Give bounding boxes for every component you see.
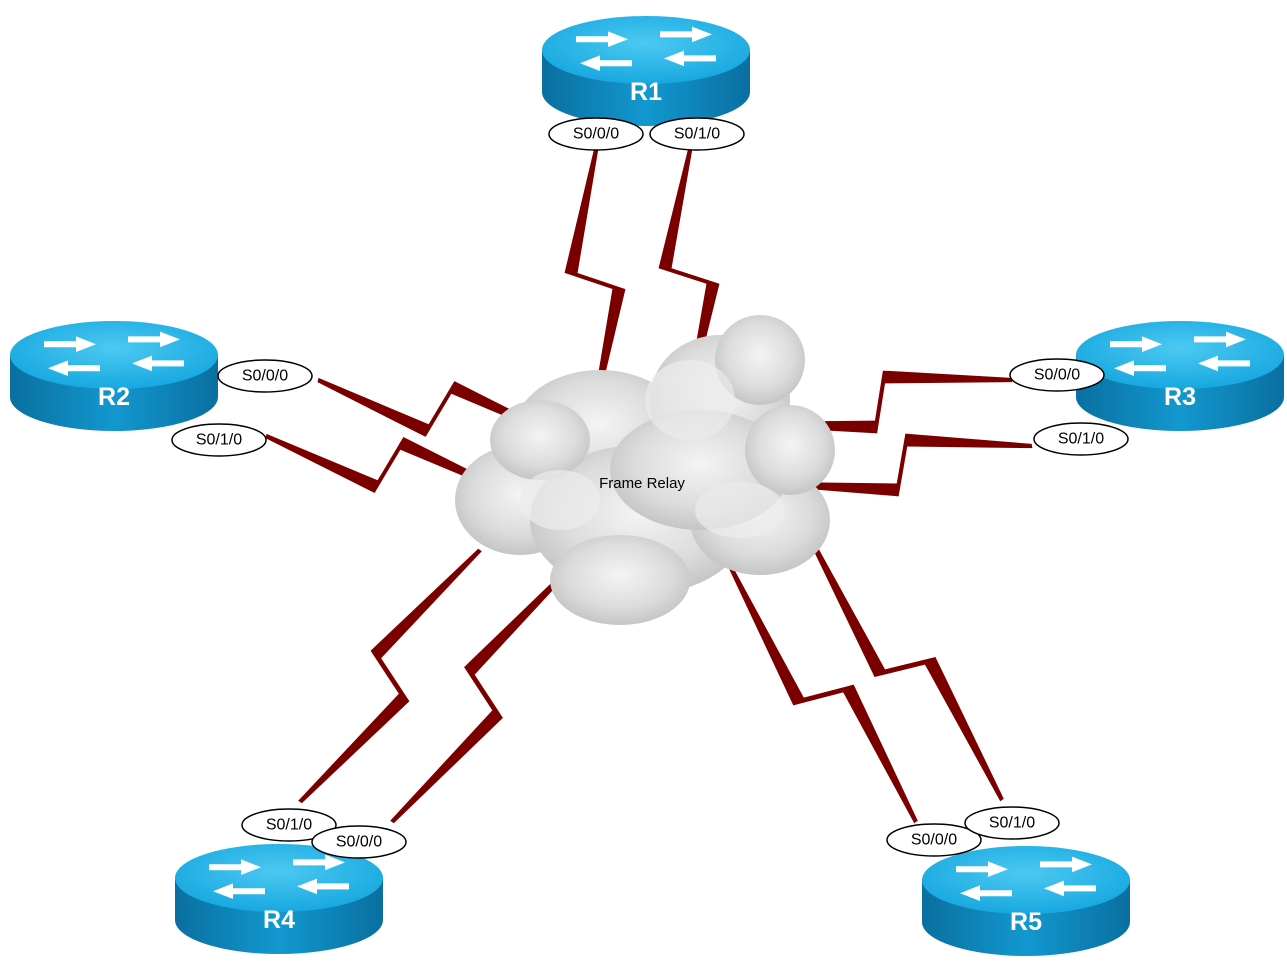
svg-text:S0/0/0: S0/0/0 xyxy=(1034,367,1080,384)
svg-text:S0/1/0: S0/1/0 xyxy=(196,432,242,449)
router-label-r5: R5 xyxy=(1010,908,1042,936)
svg-text:S0/0/0: S0/0/0 xyxy=(242,368,288,385)
svg-text:S0/1/0: S0/1/0 xyxy=(989,815,1035,832)
interface-label-r4-s0-0-0: S0/0/0 xyxy=(311,825,407,859)
svg-text:S0/1/0: S0/1/0 xyxy=(674,126,720,143)
router-arrows-icon xyxy=(956,856,1096,901)
svg-text:S0/0/0: S0/0/0 xyxy=(911,832,957,849)
interface-label-r1-s0-0-0: S0/0/0 xyxy=(548,117,644,151)
serial-link-r3-s0-1-0 xyxy=(771,433,1033,497)
cloud-label: Frame Relay xyxy=(599,475,685,492)
serial-link-r3-s0-0-0 xyxy=(747,370,1013,434)
router-r4[interactable]: R4 xyxy=(175,844,383,954)
frame-relay-cloud: Frame Relay xyxy=(455,315,835,625)
router-label-r1: R1 xyxy=(630,78,662,106)
router-r5[interactable]: R5 xyxy=(922,846,1130,956)
router-label-r2: R2 xyxy=(98,383,130,411)
router-arrows-icon xyxy=(44,331,184,376)
interface-label-r5-s0-0-0: S0/0/0 xyxy=(886,823,982,857)
svg-text:S0/0/0: S0/0/0 xyxy=(336,834,382,851)
interface-label-r2-s0-0-0: S0/0/0 xyxy=(217,359,313,393)
interface-label-r4-s0-1-0: S0/1/0 xyxy=(241,808,337,842)
svg-text:S0/0/0: S0/0/0 xyxy=(573,126,619,143)
svg-text:S0/1/0: S0/1/0 xyxy=(1058,431,1104,448)
router-arrows-icon xyxy=(1110,331,1250,376)
router-r1[interactable]: R1 xyxy=(542,16,750,126)
serial-link-r5-s0-0-0 xyxy=(729,566,918,824)
serial-link-r4-s0-1-0 xyxy=(298,548,482,804)
serial-link-r1-s0-0-0 xyxy=(564,149,626,413)
svg-text:S0/1/0: S0/1/0 xyxy=(266,817,312,834)
router-label-r4: R4 xyxy=(263,906,295,934)
interface-label-r1-s0-1-0: S0/1/0 xyxy=(649,117,745,151)
router-arrows-icon xyxy=(576,26,716,71)
interface-label-r5-s0-1-0: S0/1/0 xyxy=(964,806,1060,840)
router-r2[interactable]: R2 xyxy=(10,321,218,431)
interface-label-r2-s0-1-0: S0/1/0 xyxy=(171,423,267,457)
serial-link-r4-s0-0-0 xyxy=(390,561,577,824)
serial-link-r5-s0-1-0 xyxy=(806,532,1004,802)
serial-links xyxy=(265,149,1033,824)
interface-label-r3-s0-0-0: S0/0/0 xyxy=(1009,358,1105,392)
serial-link-r2-s0-1-0 xyxy=(265,433,513,497)
interface-label-r3-s0-1-0: S0/1/0 xyxy=(1033,422,1129,456)
router-arrows-icon xyxy=(209,854,349,899)
serial-link-r2-s0-0-0 xyxy=(317,377,563,441)
router-r3[interactable]: R3 xyxy=(1076,321,1284,431)
router-label-r3: R3 xyxy=(1164,383,1196,411)
